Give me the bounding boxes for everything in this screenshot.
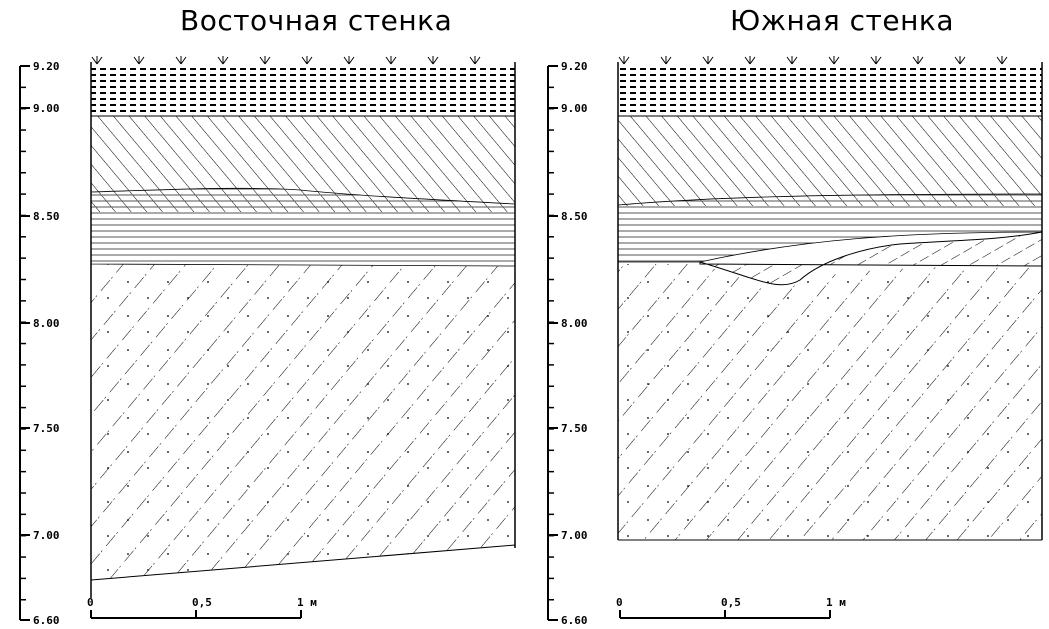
scale-bar-label: 0,5 [192,596,212,609]
grass-mark [217,56,229,65]
south-grass-marks [618,56,1008,65]
south-depth-scale: 9.20 9.00 8.50 8.00 7.50 7.00 6.60 [547,60,588,627]
scale-bar-label: 1 м [297,596,317,609]
grass-mark [870,56,882,65]
east-depth-scale: 9.20 9.00 8.50 8.00 7.50 7.00 6.60 [19,60,60,627]
grass-mark [702,56,714,65]
east-layer-topsoil [91,66,515,116]
panel-title-east: Восточная стенка [180,4,453,37]
grass-mark [744,56,756,65]
depth-tick-label: 7.00 [33,529,60,542]
south-scale-bar: 0 0,5 1 м [616,596,846,619]
grass-mark [954,56,966,65]
grass-mark [175,56,187,65]
grass-mark [828,56,840,65]
panel-title-south: Южная стенка [730,4,954,37]
depth-tick-label: 6.60 [33,614,60,627]
depth-tick-label: 8.00 [561,317,588,330]
scale-bar-label: 0 [87,596,94,609]
grass-mark [133,56,145,65]
grass-mark [427,56,439,65]
grass-mark [660,56,672,65]
depth-tick-label: 8.00 [33,317,60,330]
south-layer-diagonal [618,116,1042,206]
scale-bar-label: 0,5 [721,596,741,609]
depth-tick-label: 8.50 [33,210,60,223]
east-panel [90,56,516,598]
scale-bar-label: 0 [616,596,623,609]
grass-mark [786,56,798,65]
grass-mark [259,56,271,65]
grass-mark [996,56,1008,65]
grass-mark [618,56,630,65]
grass-mark [912,56,924,65]
grass-mark [385,56,397,65]
depth-tick-label: 6.60 [561,614,588,627]
east-layer-horizontal [90,187,516,267]
south-layer-topsoil [618,66,1042,116]
scale-bar-label: 1 м [826,596,846,609]
south-panel [617,56,1043,541]
grass-mark [91,56,103,65]
depth-tick-label: 9.20 [33,60,60,73]
depth-tick-label: 9.20 [561,60,588,73]
depth-tick-label: 7.00 [561,529,588,542]
depth-tick-label: 8.50 [561,210,588,223]
grass-mark [301,56,313,65]
depth-tick-label: 9.00 [561,102,588,115]
east-grass-marks [91,56,481,65]
east-scale-bar: 0 0,5 1 м [87,596,317,619]
grass-mark [469,56,481,65]
depth-tick-label: 9.00 [33,102,60,115]
grass-mark [343,56,355,65]
depth-tick-label: 7.50 [33,422,60,435]
depth-tick-label: 7.50 [561,422,588,435]
